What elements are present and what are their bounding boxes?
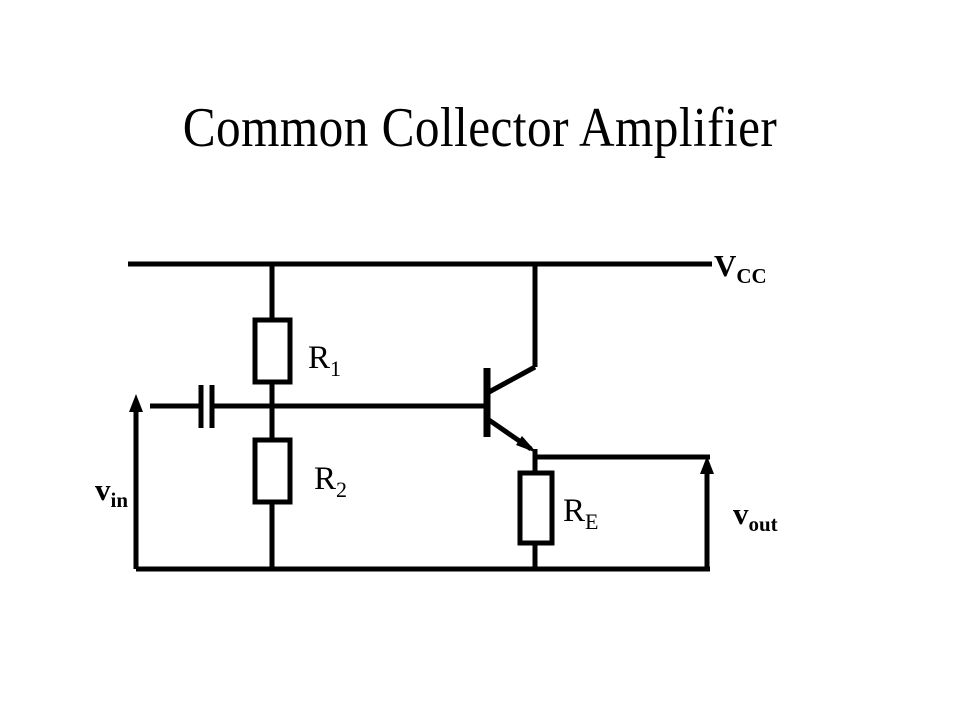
label-re-subscript: E [585,509,598,534]
label-r2: R2 [314,461,347,502]
label-re-base: R [563,493,585,529]
label-vin-subscript: in [111,488,129,512]
vin-arrowhead [129,394,143,412]
vout-arrowhead [700,456,714,474]
label-r1: R1 [308,340,341,381]
label-vcc-subscript: CC [736,264,766,288]
label-vout: vout [733,496,778,536]
label-r2-base: R [314,461,336,497]
label-r1-subscript: 1 [330,356,341,381]
resistor-r2 [252,437,293,505]
transistor-collector-lead [487,364,537,395]
label-re: RE [563,493,598,534]
label-r2-subscript: 2 [336,477,347,502]
label-vin: vin [95,472,128,512]
transistor-emitter-arrowhead [516,436,537,453]
label-vcc-base: V [714,248,737,283]
label-vcc: VCC [714,248,767,288]
resistor-r1 [252,317,293,385]
page-title: Common Collector Amplifier [182,97,778,159]
label-r1-base: R [308,340,330,376]
label-vout-base: v [733,496,749,531]
label-vout-subscript: out [749,512,778,536]
label-vin-base: v [95,472,111,507]
resistor-re [517,470,555,546]
